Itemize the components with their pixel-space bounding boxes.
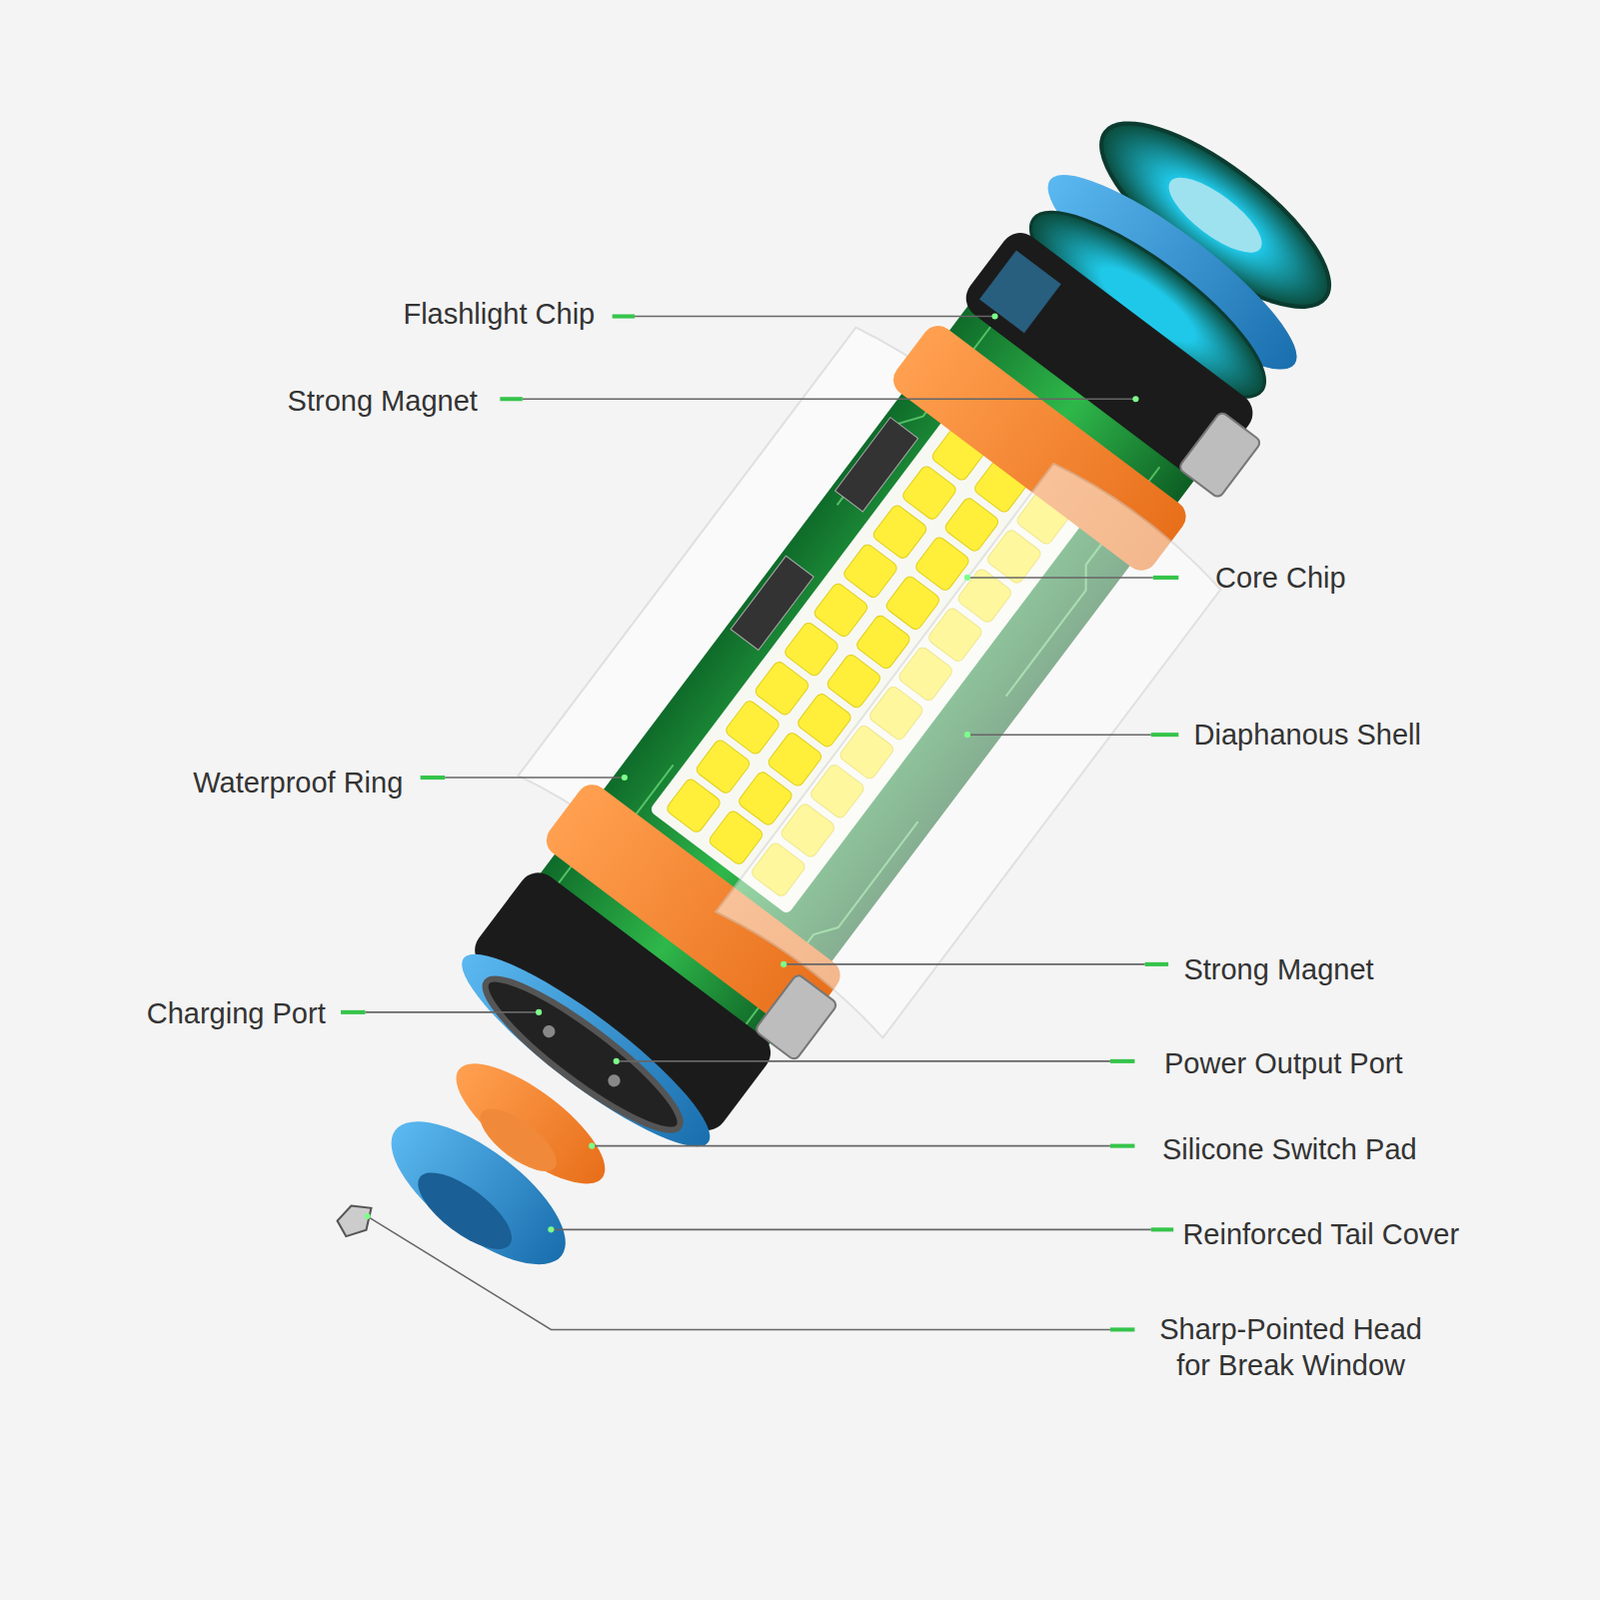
part-label: Strong Magnet — [1183, 951, 1374, 988]
leader-dashes — [340, 316, 1179, 1331]
led — [753, 659, 811, 717]
led — [723, 698, 781, 756]
led — [664, 777, 722, 835]
part-label: Reinforced Tail Cover — [1182, 1216, 1460, 1253]
led — [694, 737, 752, 795]
part-label: Waterproof Ring — [192, 764, 403, 801]
led — [782, 620, 840, 678]
led — [900, 463, 958, 521]
part-label: Strong Magnet — [287, 382, 478, 419]
leader-lines — [365, 316, 1154, 1331]
part-label: Charging Port — [146, 995, 326, 1032]
part-label: Silicone Switch Pad — [1162, 1131, 1418, 1168]
led — [841, 542, 899, 600]
flashlight-body — [234, 43, 1429, 1423]
led — [812, 581, 870, 639]
led — [871, 503, 929, 561]
part-label: Sharp-Pointed Head for Break Window — [1141, 1311, 1442, 1385]
part-label: Diaphanous Shell — [1194, 716, 1422, 753]
leader-dots — [364, 312, 1140, 1233]
part-label: Power Output Port — [1164, 1045, 1404, 1082]
part-label: Flashlight Chip — [402, 295, 595, 332]
part-label: Core Chip — [1215, 559, 1347, 596]
